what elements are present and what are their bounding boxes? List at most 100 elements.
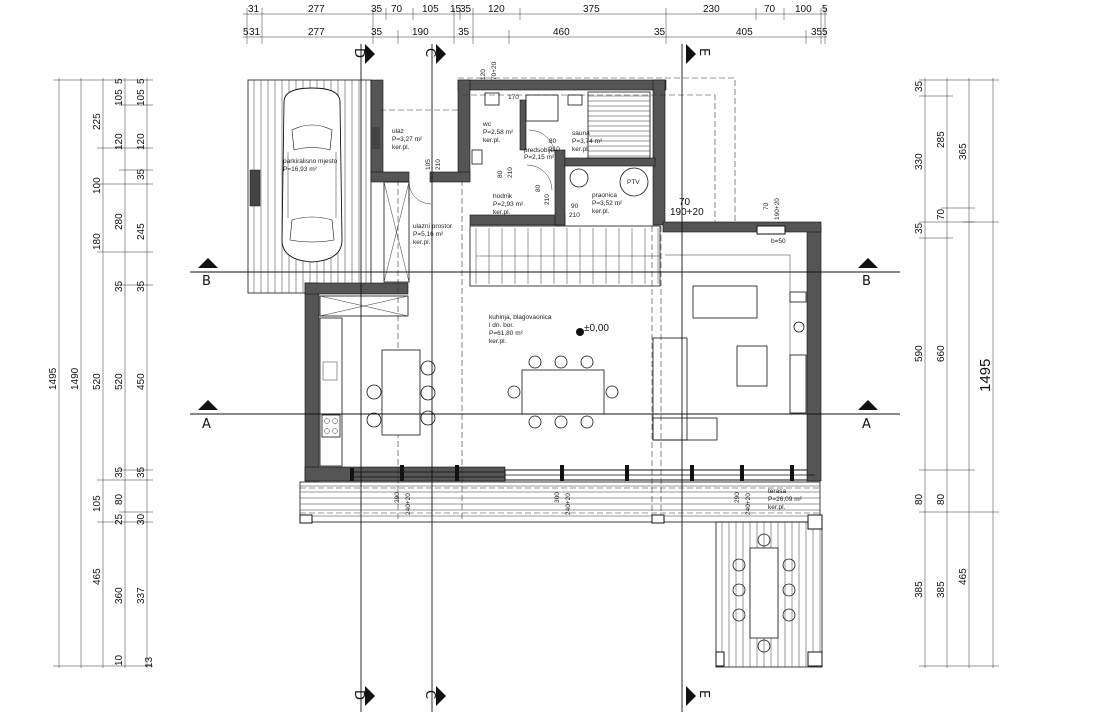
dim-left5-105: 105 (136, 89, 147, 106)
dining-table (521, 369, 605, 415)
dim-top2-1: 5 (243, 27, 249, 38)
door-label-190b: 190+20 (774, 198, 781, 220)
dim-top2-3: 277 (308, 27, 325, 38)
room-ulaz-area: P=3,27 m² (392, 136, 423, 143)
dim-left5-245: 245 (136, 223, 147, 240)
dim-left5-35b: 35 (136, 280, 147, 292)
section-d-top-marker (365, 44, 375, 64)
door-label-hod-210: 210 (507, 167, 514, 178)
door-label-hod-80b: 80 (535, 184, 542, 192)
fireplace-icon (793, 321, 805, 333)
dim-top-13: 5 (822, 4, 828, 15)
door-label-80: 80 (549, 138, 557, 145)
elevation-label: ±0,00 (584, 323, 609, 334)
dim-top-1: 31 (248, 4, 260, 15)
kitchen-island (381, 349, 421, 436)
room-parking-area: P=16,93 m² (283, 166, 318, 173)
room-wc-floor: ker.pl. (483, 137, 501, 144)
kitchen-living: kuhinja, blagovaonica i dn. bor. P=61,80… (319, 254, 807, 467)
dim-left5-337: 337 (136, 587, 147, 604)
win-label-300: 300 (554, 492, 561, 503)
room-terasa-area: P=26,09 m² (768, 496, 803, 503)
section-c-top-label: C (422, 48, 437, 57)
dim-right2-70: 70 (936, 208, 947, 220)
dim-left5-120: 120 (136, 133, 147, 150)
room-kuhinja-floor: ker.pl. (489, 338, 507, 345)
section-e-top-label: E (696, 48, 711, 56)
dim-left5-450: 450 (136, 373, 147, 390)
dim-right-330: 330 (914, 153, 925, 170)
dim-left-105: 105 (92, 495, 103, 512)
win-label-240b: 240+20 (565, 493, 572, 515)
room-kuhinja-area: P=61,80 m² (489, 330, 524, 337)
sofa-top (692, 285, 758, 319)
room-ulaz-floor: ker.pl. (392, 144, 410, 151)
dim-right-total: 1495 (977, 359, 994, 392)
windows: 290 240+20 300 240+20 290 240+20 (350, 465, 815, 515)
dim-left4-35b: 35 (114, 466, 125, 478)
dim-left-520: 520 (92, 373, 103, 390)
dim-right-35b: 35 (914, 222, 925, 234)
section-c-top-marker (436, 44, 446, 64)
door-label-70b: 70 (763, 202, 770, 210)
left-dimensions: 1495 1490 225 100 180 520 105 465 5 105 … (48, 78, 155, 668)
door-label-90: 90 (571, 203, 579, 210)
coffee-table (736, 345, 768, 387)
room-sauna-floor: ker.pl. (572, 146, 590, 153)
dim-right-35: 35 (914, 80, 925, 92)
dim-top-12: 100 (795, 4, 812, 15)
door-label-210: 210 (435, 159, 442, 170)
dim-right2-80: 80 (936, 493, 947, 505)
dim-top-9: 375 (583, 4, 600, 15)
dim-left4-120: 120 (114, 133, 125, 150)
door-label-hod-80: 80 (497, 170, 504, 178)
kitchen-sink-icon (322, 361, 338, 381)
door-label-70-20: 70+20 (491, 61, 498, 80)
room-terasa-name: terasa (768, 488, 786, 495)
dim-left4-35: 35 (114, 280, 125, 292)
section-d-bottom-label: D (351, 690, 366, 700)
dim-left5-30: 30 (136, 513, 147, 525)
dim-left5-13: 13 (144, 656, 155, 668)
door-label-70: 70 (679, 197, 691, 208)
room-terasa-floor: ker.pl. (768, 504, 786, 511)
section-a-right-label: A (862, 417, 871, 432)
elevation-marker-icon (576, 328, 584, 336)
dim-left5-35: 35 (136, 168, 147, 180)
section-c-bottom-label: C (422, 690, 437, 699)
room-predsoblje-name: predsoblje (524, 147, 554, 154)
section-e-bottom-label: E (696, 690, 711, 698)
room-kuhinja-sub: i dn. bor. (489, 322, 514, 329)
dim-right-590: 590 (914, 345, 925, 362)
win-label-240a: 240+20 (405, 493, 412, 515)
dim-left-total2: 1490 (70, 367, 81, 390)
room-sauna-name: sauna (572, 130, 590, 137)
staircase (475, 228, 660, 284)
upper-outline (300, 77, 820, 522)
top-dimensions: 31 277 35 70 105 15 35 120 375 230 70 10… (243, 4, 828, 44)
dim-top-8: 120 (488, 4, 505, 15)
dim-left5-5: 5 (136, 78, 147, 84)
terrace-dining-table (732, 533, 796, 653)
toilet-icon (484, 92, 500, 106)
dim-left4-25: 25 (114, 513, 125, 525)
section-a-left-label: A (202, 417, 211, 432)
dim-top-7: 35 (460, 4, 472, 15)
section-c-bottom-marker (436, 686, 446, 706)
dim-right3-465: 465 (958, 568, 969, 585)
dim-right-385: 385 (914, 581, 925, 598)
door-label-210c: 210 (569, 212, 580, 219)
dim-left-total: 1495 (48, 367, 59, 390)
car-icon (281, 87, 343, 263)
dim-left-100: 100 (92, 177, 103, 194)
win-label-290a: 290 (394, 492, 401, 503)
win-label-240c: 240+20 (745, 493, 752, 515)
room-wc-name: wc (482, 121, 492, 128)
label-ptv: PTV (627, 179, 640, 186)
dim-left4-280: 280 (114, 213, 125, 230)
room-ulazni-area: P=5,16 m² (413, 231, 444, 238)
room-parking-name: parkiralisno mjesto (283, 158, 338, 165)
dim-left4-80: 80 (114, 493, 125, 505)
door-label-120: 120 (480, 69, 487, 80)
